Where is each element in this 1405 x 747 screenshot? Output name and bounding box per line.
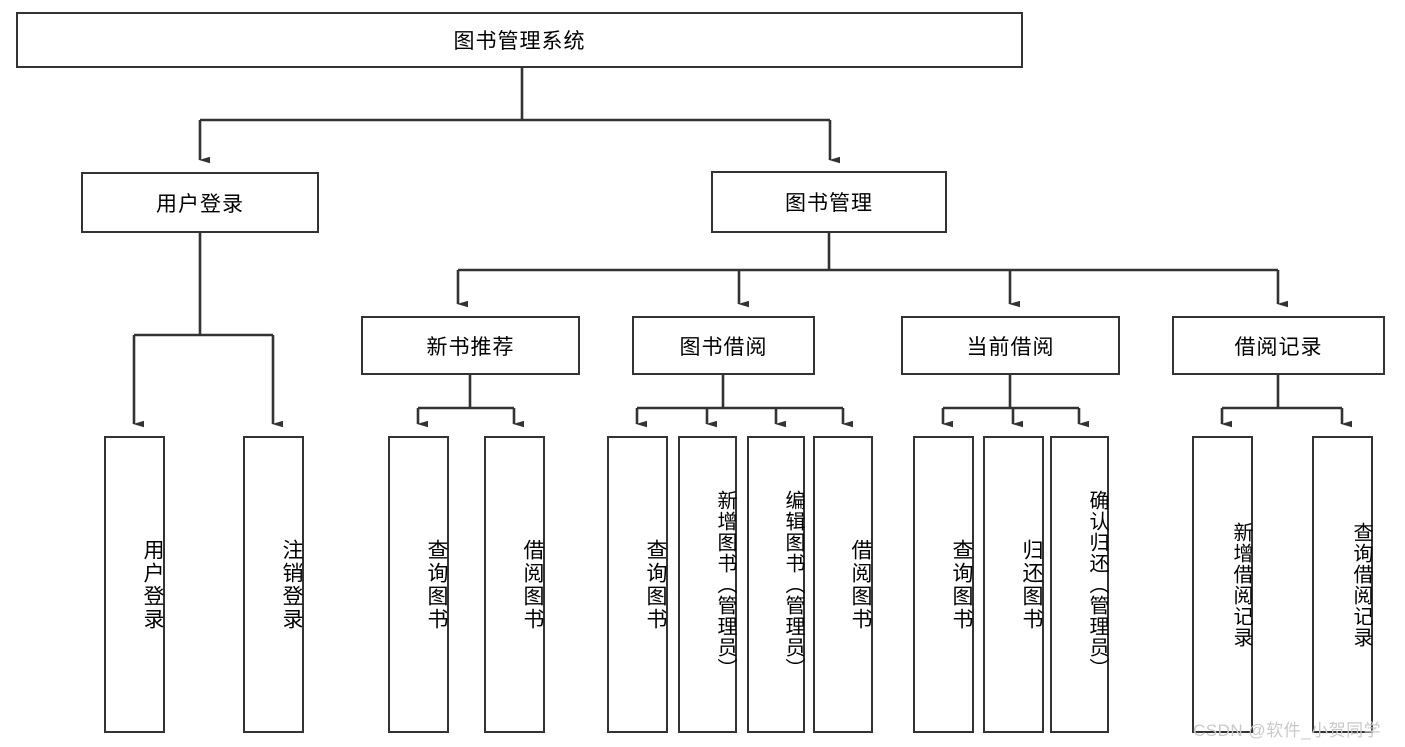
leaf-borrow-book[interactable]: 借阅图书 [813,436,873,733]
leaf-query-book-recommend-label: 查询图书 [425,538,448,631]
leaf-logout[interactable]: 注销登录 [243,436,304,733]
leaf-edit-book-admin[interactable]: 编辑图书（管理员） [747,436,805,733]
leaf-add-borrow-record[interactable]: 新增借阅记录 [1192,436,1253,733]
leaf-confirm-return-admin[interactable]: 确认归还（管理员） [1050,436,1109,733]
node-book-borrow-label: 图书借阅 [679,335,768,359]
leaf-return-book[interactable]: 归还图书 [983,436,1044,733]
leaf-borrow-book-recommend-label: 借阅图书 [521,538,544,631]
leaf-user-login[interactable]: 用户登录 [104,436,165,733]
node-book-management[interactable]: 图书管理 [711,171,947,233]
leaf-borrow-book-recommend[interactable]: 借阅图书 [484,436,545,733]
node-new-book-recommend[interactable]: 新书推荐 [361,316,580,375]
leaf-query-book-borrow[interactable]: 查询图书 [607,436,668,733]
node-user-login[interactable]: 用户登录 [81,172,319,233]
leaf-query-book-current[interactable]: 查询图书 [913,436,974,733]
node-book-management-label: 图书管理 [785,192,873,215]
leaf-user-login-label: 用户登录 [141,538,164,631]
node-root[interactable]: 图书管理系统 [16,12,1023,68]
leaf-query-book-borrow-label: 查询图书 [644,538,667,631]
leaf-add-book-admin[interactable]: 新增图书（管理员） [678,436,737,733]
node-current-borrow[interactable]: 当前借阅 [901,316,1120,375]
leaf-confirm-return-admin-label: 确认归还（管理员） [1086,490,1108,679]
watermark: CSDN @软件_小贺同学 [1193,721,1382,740]
leaf-edit-book-admin-label: 编辑图书（管理员） [782,490,804,679]
node-borrow-record[interactable]: 借阅记录 [1172,316,1385,375]
leaf-add-book-admin-label: 新增图书（管理员） [714,490,736,679]
node-user-login-label: 用户登录 [156,192,244,216]
leaf-query-book-recommend[interactable]: 查询图书 [388,436,449,733]
leaf-add-borrow-record-label: 新增借阅记录 [1230,521,1252,648]
leaf-query-borrow-record-label: 查询借阅记录 [1350,521,1372,648]
leaf-query-borrow-record[interactable]: 查询借阅记录 [1312,436,1373,733]
leaf-query-book-current-label: 查询图书 [950,538,973,631]
leaf-borrow-book-label: 借阅图书 [849,538,872,631]
node-current-borrow-label: 当前借阅 [966,335,1055,359]
node-root-label: 图书管理系统 [453,30,586,53]
node-new-book-recommend-label: 新书推荐 [426,335,515,359]
leaf-return-book-label: 归还图书 [1020,538,1043,631]
node-borrow-record-label: 借阅记录 [1234,335,1323,359]
leaf-logout-label: 注销登录 [280,538,303,631]
node-book-borrow[interactable]: 图书借阅 [632,316,815,375]
